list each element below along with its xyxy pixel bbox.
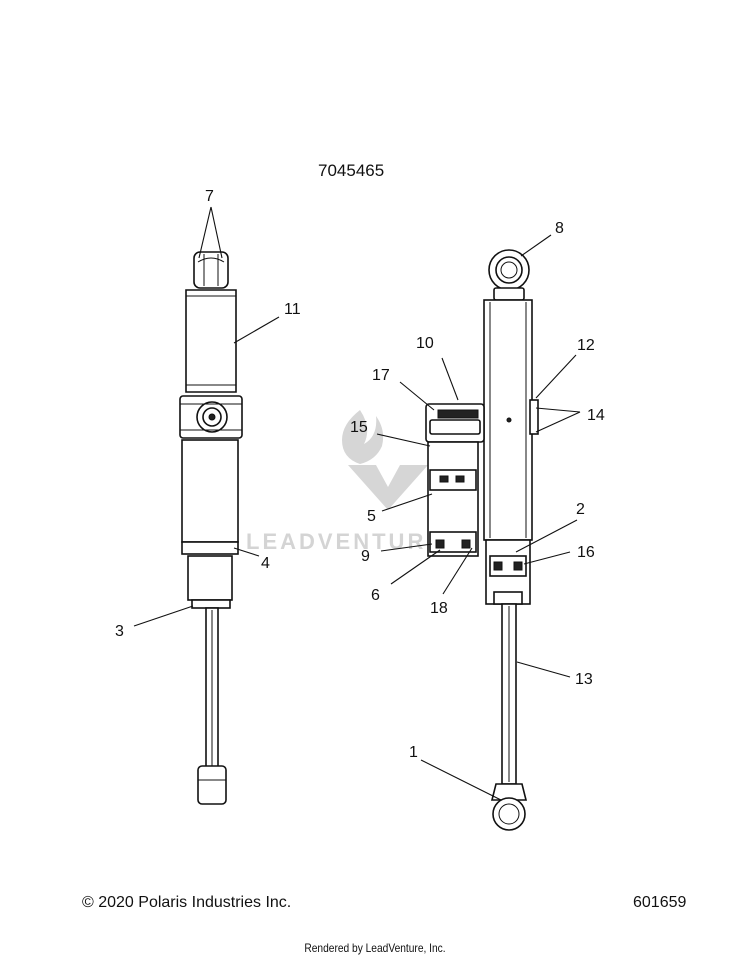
floating-piston-5 [429, 469, 477, 491]
callout-8: 8 [555, 220, 564, 237]
main-body [181, 439, 239, 543]
upper-clevis [193, 251, 229, 289]
callout-labels: 7 11 4 3 8 10 17 12 14 15 5 9 6 18 2 16 … [115, 188, 605, 761]
copyright-notice: © 2020 Polaris Industries Inc. [82, 894, 292, 911]
callout-3: 3 [115, 623, 124, 640]
callout-2: 2 [576, 501, 585, 518]
callout-1: 1 [409, 744, 418, 761]
watermark-text: LEADVENTURE [246, 529, 444, 554]
callout-9: 9 [361, 548, 370, 565]
callout-5: 5 [367, 508, 376, 525]
rendered-by-credit: Rendered by LeadVenture, Inc. [304, 941, 446, 955]
flame-watermark-icon [342, 410, 384, 464]
side-fitting-14 [529, 399, 539, 435]
lower-end [197, 765, 227, 805]
callout-10: 10 [416, 335, 434, 352]
v-watermark-icon [348, 465, 428, 510]
callout-17: 17 [372, 367, 390, 384]
assembly-part-number: 7045465 [318, 161, 385, 180]
body-band-4 [181, 541, 239, 555]
right-shock-cutaway [425, 249, 539, 831]
diagram-id: 601659 [633, 894, 687, 911]
callout-18: 18 [430, 600, 448, 617]
callout-12: 12 [577, 337, 595, 354]
lower-eye-1 [492, 797, 526, 831]
leadventure-watermark: LEADVENTURE [246, 410, 444, 554]
callout-15: 15 [350, 419, 368, 436]
left-shock-assembly [179, 251, 243, 805]
seal-cap-3 [191, 599, 231, 609]
callout-11: 11 [284, 301, 301, 318]
callout-16: 16 [577, 544, 595, 561]
piston-16 [489, 555, 527, 577]
callout-6: 6 [371, 587, 380, 604]
leader-lines [133, 206, 581, 801]
callout-7: 7 [205, 188, 214, 205]
callout-4: 4 [261, 555, 270, 572]
callout-14: 14 [587, 407, 605, 424]
upper-body-11 [185, 289, 237, 393]
callout-13: 13 [575, 671, 593, 688]
lower-body [187, 555, 233, 601]
